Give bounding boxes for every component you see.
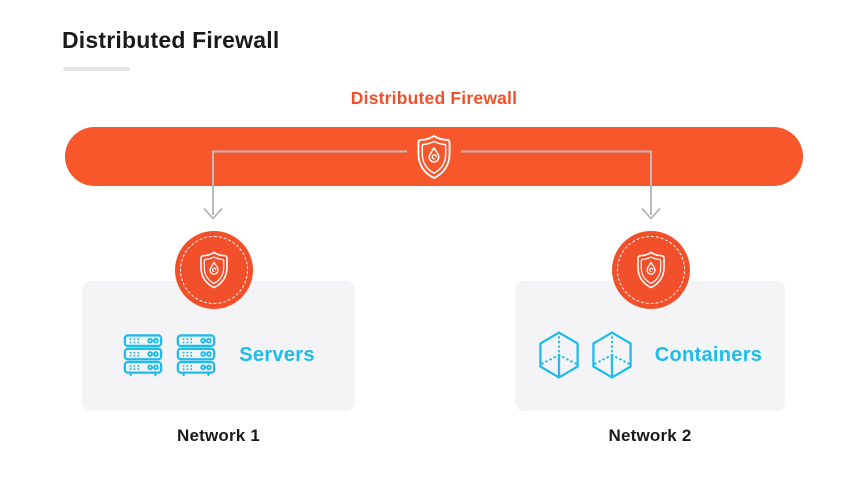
firewall-bar-label: Distributed Firewall	[350, 88, 518, 108]
server-icon	[176, 334, 216, 377]
servers-label: Servers	[239, 343, 315, 366]
title-underline	[63, 67, 130, 71]
container-cube-icon	[592, 331, 632, 379]
network2-caption: Network 2	[608, 426, 692, 445]
firewall-node-network1	[175, 231, 253, 309]
server-icon	[123, 334, 163, 377]
shield-flame-icon	[200, 251, 228, 289]
shield-flame-icon	[417, 134, 451, 179]
network1-content: Servers	[122, 333, 315, 377]
distributed-firewall-bar	[65, 127, 803, 186]
page-title: Distributed Firewall	[62, 27, 280, 53]
shield-flame-icon	[637, 251, 665, 289]
containers-label: Containers	[654, 343, 763, 366]
container-cube-icon	[539, 331, 579, 379]
network2-content: Containers	[538, 330, 762, 380]
network1-caption: Network 1	[176, 426, 261, 445]
firewall-node-network2	[612, 231, 690, 309]
